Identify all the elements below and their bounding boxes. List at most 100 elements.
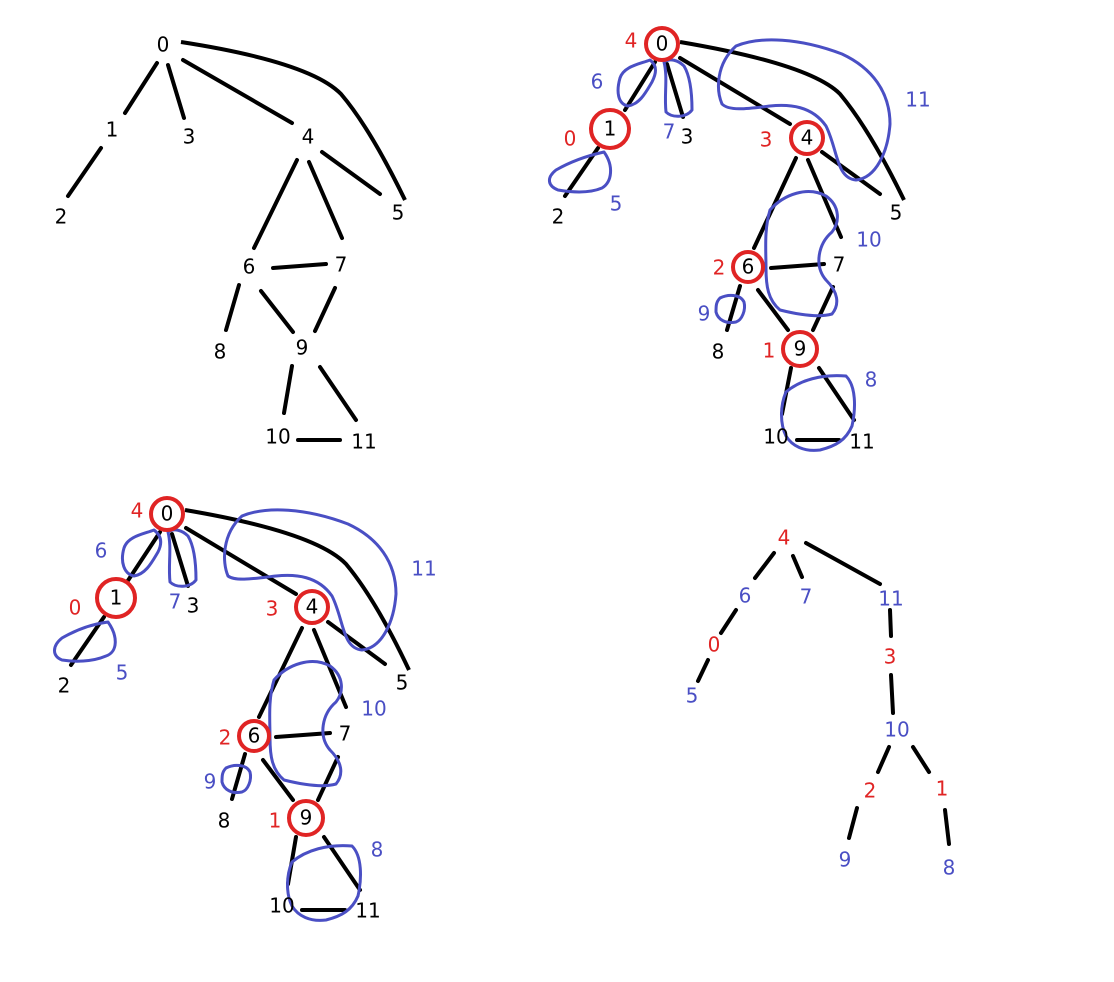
edge-1-2 [66, 146, 103, 198]
tree-node-6: 6 [739, 584, 752, 608]
tree-node-2: 2 [864, 779, 877, 803]
component-label-7: 7 [169, 590, 182, 614]
tree-node-9: 9 [839, 848, 852, 872]
component-label-6: 6 [591, 70, 604, 94]
component-label-7: 7 [663, 120, 676, 144]
edge-6-8 [224, 283, 241, 332]
node-4: 4 [306, 595, 319, 619]
edge-0-4 [678, 56, 792, 126]
edge-0-1 [123, 61, 159, 115]
edge-6-9 [259, 289, 295, 334]
node-0: 0 [157, 33, 170, 57]
tree-node-1: 1 [936, 777, 949, 801]
node-9: 9 [794, 337, 807, 361]
component-label-10: 10 [856, 228, 881, 252]
component-label-5: 5 [116, 661, 129, 685]
node-2: 2 [552, 205, 565, 229]
edge-6-7 [271, 262, 328, 270]
component-blob-7 [166, 528, 198, 588]
node-2: 2 [58, 674, 71, 698]
component-blob-11 [223, 508, 398, 652]
component-label-8: 8 [371, 838, 384, 862]
node-4: 4 [801, 126, 814, 150]
node-5: 5 [392, 201, 405, 225]
node-11: 11 [351, 430, 376, 454]
articulation-label-0: 4 [131, 499, 144, 523]
edge-0-3 [665, 62, 685, 119]
node-6: 6 [248, 724, 261, 748]
node-1: 1 [106, 118, 119, 142]
node-8: 8 [218, 809, 231, 833]
node-6: 6 [243, 255, 256, 279]
articulation-label-6: 2 [713, 256, 726, 280]
articulation-label-4: 3 [760, 128, 773, 152]
node-3: 3 [681, 125, 694, 149]
component-blob-9 [220, 763, 252, 794]
articulation-label-9: 1 [763, 339, 776, 363]
component-label-9: 9 [204, 770, 217, 794]
edge-6-7 [769, 262, 826, 270]
component-blob-9 [714, 293, 746, 324]
panel-components-bottom: 0 1 2 3 4 5 6 7 8 9 10 11 4 0 3 2 1 6 7 … [53, 496, 437, 923]
tree-edge-11-3 [888, 608, 893, 638]
panel-components-top: 0 1 2 3 4 5 6 7 8 9 10 11 4 0 3 2 1 6 7 … [548, 26, 931, 454]
tree-edge-1-8 [943, 808, 951, 846]
node-6: 6 [742, 255, 755, 279]
tree-node-8: 8 [943, 856, 956, 880]
edge-7-9 [313, 286, 337, 333]
node-4: 4 [302, 125, 315, 149]
node-9: 9 [296, 336, 309, 360]
articulation-label-0: 4 [625, 29, 638, 53]
component-blob-6 [616, 58, 657, 108]
tree-edge-3-10 [889, 673, 895, 715]
articulation-label-9: 1 [269, 809, 282, 833]
edge-9-10 [282, 364, 294, 415]
edge-0-5 [180, 40, 407, 201]
edge-4-5 [820, 150, 882, 196]
component-label-8: 8 [865, 368, 878, 392]
node-3: 3 [183, 125, 196, 149]
component-label-10: 10 [361, 697, 386, 721]
component-label-5: 5 [610, 192, 623, 216]
node-1: 1 [110, 586, 123, 610]
component-blob-8 [286, 844, 362, 922]
tree-edge-0-5 [696, 658, 710, 683]
articulation-ring-0 [644, 26, 680, 62]
node-10: 10 [763, 425, 788, 449]
component-blob-10 [268, 660, 343, 788]
tree-edge-2-9 [847, 806, 859, 840]
tree-node-7: 7 [800, 585, 813, 609]
edge-7-9 [811, 285, 835, 332]
node-1: 1 [604, 117, 617, 141]
edge-0-1 [125, 530, 162, 584]
articulation-label-1: 0 [69, 596, 82, 620]
edge-7-9 [316, 755, 340, 802]
tree-edge-4-11 [804, 541, 882, 586]
tree-edge-10-1 [911, 745, 931, 774]
component-label-6: 6 [95, 539, 108, 563]
tree-node-4: 4 [778, 526, 791, 550]
tree-node-3: 3 [884, 645, 897, 669]
tree-edge-10-2 [876, 745, 891, 774]
node-0: 0 [656, 32, 669, 56]
edge-0-3 [166, 63, 186, 120]
node-9: 9 [300, 806, 313, 830]
tree-node-5: 5 [686, 684, 699, 708]
panel-block-cut-tree: 4 0 3 2 1 6 7 11 5 10 9 8 [686, 526, 956, 880]
tree-node-11: 11 [878, 587, 903, 611]
component-label-11: 11 [411, 557, 436, 581]
articulation-label-6: 2 [219, 726, 232, 750]
tree-edge-6-0 [719, 608, 738, 635]
node-5: 5 [890, 201, 903, 225]
articulation-ring-0 [149, 496, 185, 532]
node-5: 5 [396, 671, 409, 695]
articulation-ring-6 [731, 250, 765, 284]
edge-6-9 [261, 758, 295, 802]
articulation-label-1: 0 [564, 127, 577, 151]
edge-0-4 [181, 58, 294, 125]
component-blob-10 [764, 190, 839, 318]
component-blob-5 [548, 150, 612, 194]
panel-original-graph: 0 1 2 3 4 5 6 7 8 9 10 11 [55, 33, 407, 454]
tree-edge-4-7 [791, 554, 804, 579]
node-2: 2 [55, 205, 68, 229]
